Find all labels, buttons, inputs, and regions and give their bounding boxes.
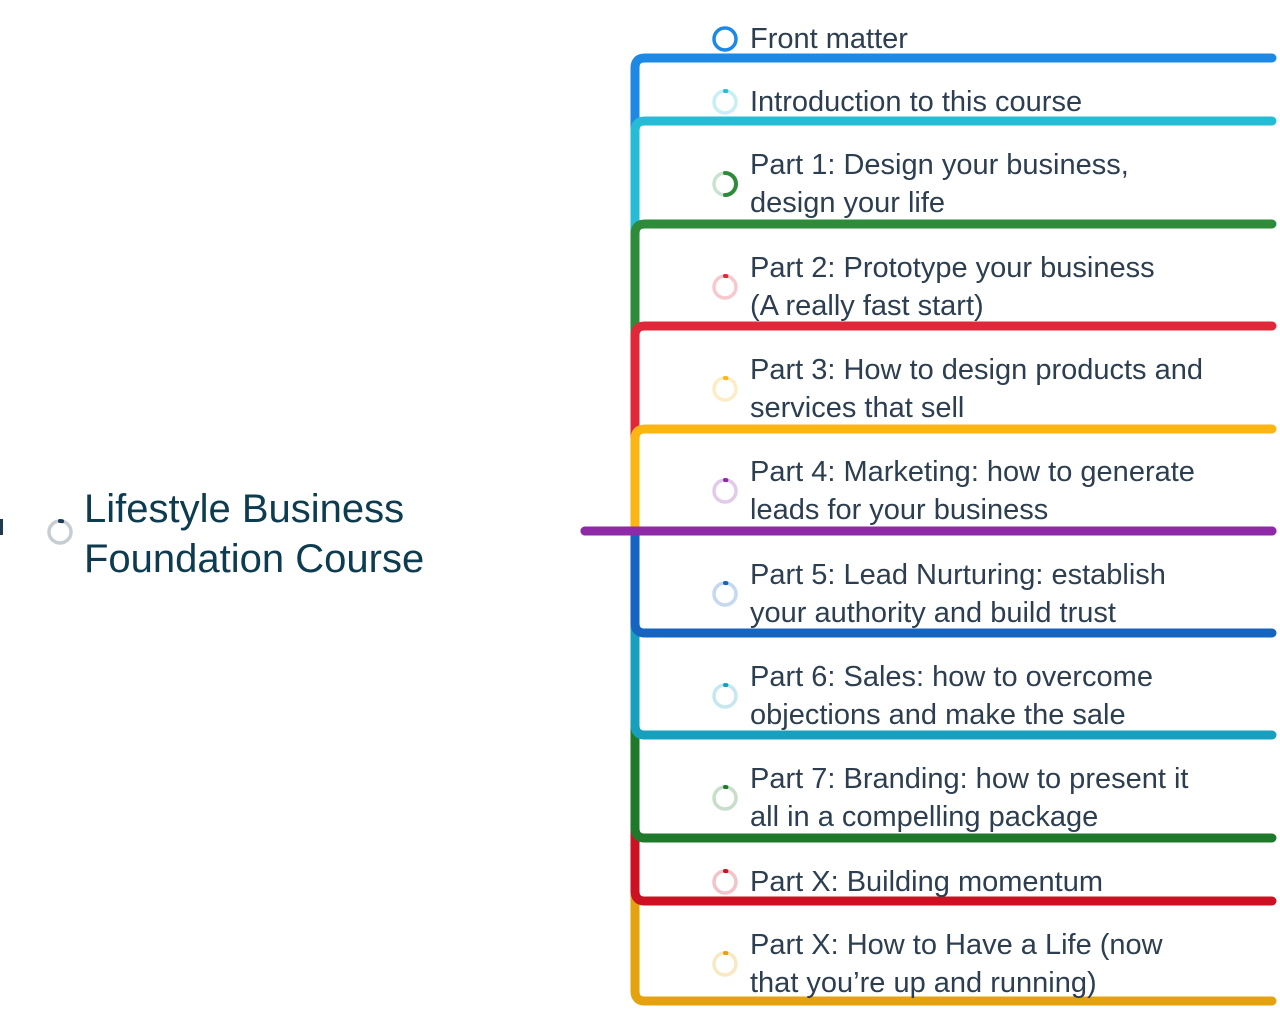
- branch-line: [630, 526, 1277, 740]
- branch-progress-icon: [712, 581, 738, 607]
- branch-node[interactable]: Front matter: [750, 20, 908, 58]
- branch-node[interactable]: Part 2: Prototype your business (A really…: [750, 249, 1155, 325]
- branch-node[interactable]: Part X: Building momentum: [750, 863, 1103, 901]
- branch-progress-icon: [712, 785, 738, 811]
- root-title-line: Foundation Course: [84, 537, 425, 581]
- root-node-title[interactable]: Lifestyle Business Foundation Course: [84, 484, 424, 584]
- root-left-stub: [0, 519, 3, 535]
- branch-label-line: Part 7: Branding: how to present it: [750, 763, 1189, 795]
- branch-line: [630, 526, 1277, 1006]
- branch-line: [630, 526, 1277, 638]
- branch-label-line: Part 5: Lead Nurturing: establish: [750, 559, 1166, 591]
- branch-progress-icon: [712, 171, 738, 197]
- branch-progress-icon: [712, 951, 738, 977]
- branch-label-line: Introduction to this course: [750, 86, 1083, 118]
- branch-progress-icon: [712, 683, 738, 709]
- root-title-line: Lifestyle Business: [84, 487, 405, 531]
- branch-label-line: Part 3: How to design products and: [750, 354, 1203, 386]
- branch-label-line: Front matter: [750, 23, 908, 55]
- branch-label-line: that you’re up and running): [750, 967, 1097, 999]
- branch-label-line: all in a compelling package: [750, 801, 1099, 833]
- branch-progress-icon: [712, 274, 738, 300]
- branch-label-line: Part X: Building momentum: [750, 866, 1103, 898]
- branch-line: [630, 53, 1277, 536]
- branch-node[interactable]: Introduction to this course: [750, 83, 1082, 121]
- branch-label-line: your authority and build trust: [750, 597, 1116, 629]
- branch-label-line: Part X: How to Have a Life (now: [750, 929, 1163, 961]
- branch-node[interactable]: Part 1: Design your business, design your…: [750, 146, 1129, 222]
- branch-node[interactable]: Part X: How to Have a Life (now that you’…: [750, 926, 1163, 1002]
- branch-label-line: leads for your business: [750, 494, 1049, 526]
- branch-label-line: Part 4: Marketing: how to generate: [750, 456, 1195, 488]
- branch-node[interactable]: Part 7: Branding: how to present it all i…: [750, 760, 1188, 836]
- branch-label-line: objections and make the sale: [750, 699, 1126, 731]
- branch-label-line: Part 2: Prototype your business: [750, 252, 1155, 284]
- branch-connectors: [0, 53, 1277, 1006]
- branch-progress-icon: [712, 376, 738, 402]
- progress-indicators: [47, 26, 738, 977]
- branch-line: [630, 526, 1277, 843]
- branch-line: [630, 321, 1277, 536]
- branch-label-line: design your life: [750, 187, 946, 219]
- branch-node[interactable]: Part 6: Sales: how to overcome objections…: [750, 658, 1153, 734]
- branch-label-line: Part 1: Design your business,: [750, 149, 1129, 181]
- branch-progress-icon: [712, 89, 738, 115]
- root-progress-icon: [47, 519, 73, 545]
- branch-line: [630, 116, 1277, 536]
- branch-progress-icon: [712, 478, 738, 504]
- branch-node[interactable]: Part 3: How to design products and servic…: [750, 351, 1203, 427]
- branch-progress-icon: [712, 869, 738, 895]
- branch-node[interactable]: Part 5: Lead Nurturing: establish your au…: [750, 556, 1166, 632]
- branch-label-line: (A really fast start): [750, 290, 984, 322]
- branch-node[interactable]: Part 4: Marketing: how to generate leads …: [750, 453, 1195, 529]
- branch-label-line: services that sell: [750, 392, 965, 424]
- branch-line: [630, 424, 1277, 536]
- branch-line: [630, 219, 1277, 536]
- branch-progress-icon: [712, 26, 738, 52]
- branch-line: [630, 526, 1277, 906]
- branch-label-line: Part 6: Sales: how to overcome: [750, 661, 1153, 693]
